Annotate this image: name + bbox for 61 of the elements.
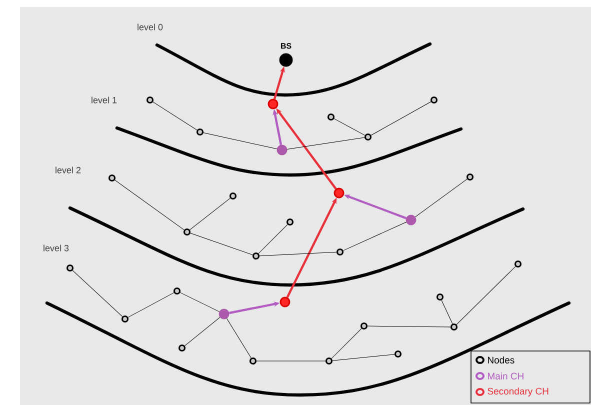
level-label: level 2 — [56, 166, 81, 174]
sensor-node — [146, 96, 154, 104]
link-line — [190, 232, 253, 256]
sensor-node — [229, 192, 237, 200]
sensor-node — [450, 323, 458, 331]
link-line — [203, 132, 278, 150]
secondary-ch-node — [280, 296, 290, 308]
secondary-ch-node — [268, 98, 278, 110]
level-label: level 0 — [138, 24, 163, 30]
sensor-node — [108, 174, 116, 182]
main-ch-node — [218, 308, 230, 320]
link-line — [334, 118, 366, 136]
link-line — [72, 270, 123, 317]
sensor-node — [327, 113, 335, 121]
sensor-node — [466, 173, 474, 181]
link-line — [190, 198, 230, 230]
sensor-node — [394, 350, 402, 358]
link-line — [370, 102, 432, 136]
sensor-node — [325, 357, 333, 365]
main-ch-node — [406, 214, 416, 226]
link-line — [114, 180, 184, 230]
level-label: level 3 — [44, 244, 69, 252]
sensor-node — [66, 264, 74, 272]
link-line — [152, 102, 198, 130]
link-line — [258, 224, 288, 254]
sensor-node — [286, 218, 294, 226]
link-line — [441, 300, 453, 324]
sensor-node — [196, 128, 204, 136]
link-line — [456, 266, 516, 325]
link-line — [286, 137, 365, 150]
sensor-node — [514, 260, 522, 268]
main-ch-node — [276, 144, 288, 156]
node-label: BS — [280, 43, 292, 49]
sensor-node — [336, 248, 344, 256]
link-line — [180, 292, 220, 312]
link-line — [256, 360, 326, 362]
sensor-node — [121, 315, 129, 323]
sensor-node — [364, 133, 372, 141]
link-line — [184, 317, 220, 346]
sensor-node — [430, 96, 438, 104]
sensor-node — [360, 322, 368, 330]
link-line — [343, 222, 406, 251]
legend-label: Main CH — [488, 372, 524, 380]
sensor-node — [183, 228, 191, 236]
sensor-node — [249, 357, 257, 365]
secondary-ch-node — [334, 188, 344, 198]
base-station-node: BS — [279, 43, 293, 67]
sensor-node — [173, 287, 181, 295]
link-line — [226, 318, 252, 358]
sensor-node — [252, 252, 260, 260]
sensor-node — [178, 344, 186, 352]
link-line — [332, 354, 395, 361]
legend-label: Secondary CH — [488, 388, 548, 396]
link-line — [331, 328, 362, 359]
link-line — [367, 326, 451, 328]
legend-label: Nodes — [488, 356, 514, 364]
link-line — [259, 252, 337, 256]
level-label: level 1 — [92, 96, 117, 104]
sensor-node — [436, 293, 444, 301]
link-line — [128, 292, 174, 318]
link-line — [415, 178, 468, 218]
